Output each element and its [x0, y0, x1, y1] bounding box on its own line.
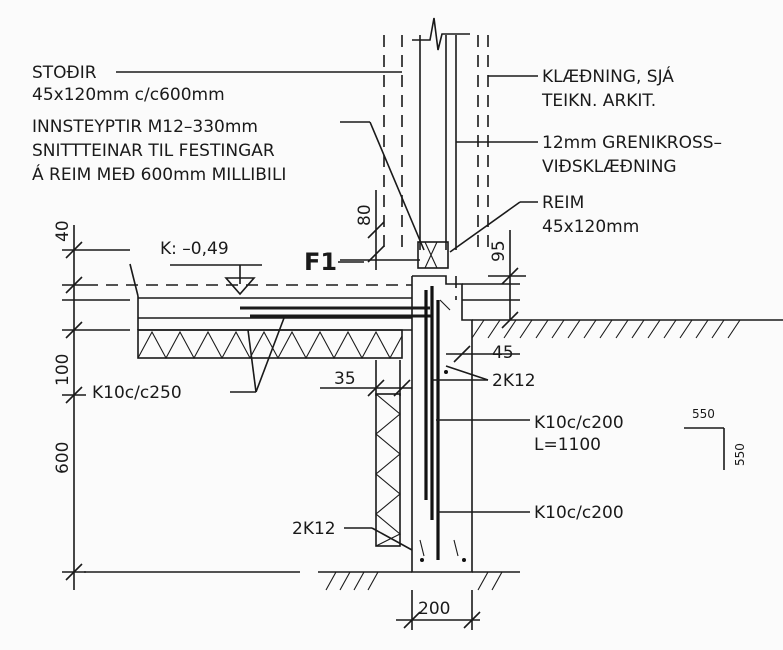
wall-rebar: [419, 286, 466, 562]
timber-wall: [383, 17, 489, 250]
detail-dimensions: [320, 190, 526, 630]
anchor-label-2: SNITTTEINAR TIL FESTINGAR: [32, 141, 275, 161]
board-label-1: 12mm GRENIKROSS–: [542, 133, 722, 153]
dim-95: 95: [489, 240, 509, 262]
dim-80: 80: [355, 204, 375, 226]
plate-label-1: REIM: [542, 193, 584, 213]
rebar-2k12-lower: 2K12: [292, 519, 336, 539]
plate-label-2: 45x120mm: [542, 217, 639, 237]
leader-lines: [116, 71, 725, 551]
rebar-wall2-label: K10c/c200: [534, 503, 624, 523]
anchor-label-1: INNSTEYPTIR M12–330mm: [32, 117, 258, 137]
dim-35: 35: [334, 369, 356, 389]
rebar-2k12-upper: 2K12: [492, 371, 536, 391]
dim-40: 40: [53, 220, 73, 242]
anchor-label-3: Á REIM MEÐ 600mm MILLIBILI: [32, 163, 286, 185]
cladding-label-2: TEIKN. ARKIT.: [541, 91, 656, 111]
dim-100: 100: [53, 354, 73, 386]
hook-dim-v: 550: [733, 443, 747, 466]
dim-600: 600: [53, 442, 73, 474]
studs-label-2: 45x120mm c/c600mm: [32, 85, 225, 105]
rebar-wall-label-2: L=1100: [534, 435, 601, 455]
floor-tag: F1: [304, 248, 337, 276]
hook-dim-h: 550: [692, 407, 715, 421]
sill-plate: [417, 241, 449, 269]
dim-45: 45: [492, 343, 514, 363]
dim-200: 200: [418, 599, 450, 619]
level-label: K: –0,49: [160, 239, 229, 259]
cladding-label-1: KLÆÐNING, SJÁ: [542, 65, 674, 87]
rebar-slab-label: K10c/c250: [92, 383, 182, 403]
board-label-2: VIÐSKLÆÐNING: [542, 157, 677, 177]
rebar-wall-label-1: K10c/c200: [534, 413, 624, 433]
studs-label-1: STOÐIR: [32, 63, 97, 83]
ground-hatch: [84, 319, 783, 591]
left-dimensions: [62, 225, 139, 590]
floor-slab: [86, 284, 432, 360]
side-insulation: [375, 393, 401, 547]
level-marker: [170, 264, 262, 296]
